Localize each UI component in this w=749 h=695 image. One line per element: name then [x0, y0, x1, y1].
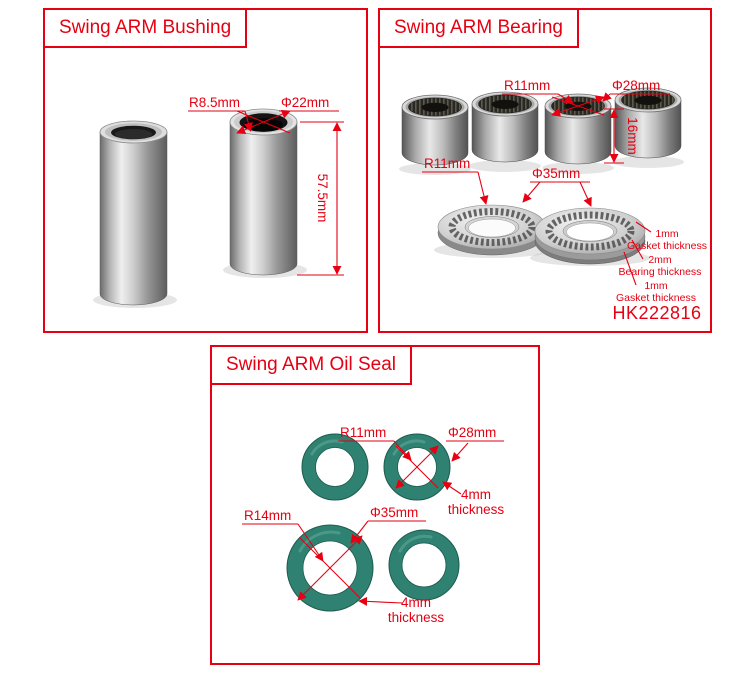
large-thickness-value: 4mm — [401, 595, 431, 610]
large-thickness-unit: thickness — [388, 610, 445, 625]
crosshair-line — [551, 96, 605, 116]
leader-line — [635, 221, 652, 233]
oil-seal-ring-medium-right — [388, 529, 460, 601]
oil-seal-ring-small-left — [301, 433, 369, 501]
bearing-photo: R11mm Φ28mm 16mm R11mm Φ35mm — [398, 78, 707, 323]
roller-cage — [545, 211, 635, 251]
bushing-body — [229, 121, 298, 276]
bushing-panel: Swing ARM Bushing — [43, 8, 368, 333]
bushing-bore-depth — [115, 129, 152, 139]
seal-highlight — [398, 534, 433, 553]
bushing-photo: R8.5mm Φ22mm 57.5mm — [93, 95, 344, 308]
oil-seal-annotations: R11mm Φ28mm 4mm thickness R14mm Φ35mm — [242, 425, 504, 625]
bearing-mid-label: Bearing thickness — [619, 266, 702, 278]
thrust-washer-right — [530, 207, 650, 266]
crosshair-line — [395, 445, 439, 489]
bore-radius-label: R8.5mm — [189, 95, 240, 110]
leader-line — [442, 481, 462, 495]
bearing-mid-value: 2mm — [648, 254, 672, 266]
bushing-left — [93, 120, 177, 308]
gasket-top-value: 1mm — [655, 228, 679, 240]
needle-bearing-cup — [468, 91, 542, 173]
leader-line — [477, 171, 489, 205]
large-diameter-label: Φ35mm — [370, 505, 418, 520]
bearing-panel-title: Swing ARM Bearing — [378, 8, 579, 48]
seal-hole — [401, 542, 447, 588]
needle-bearing-cup — [611, 87, 685, 169]
cup-height-label: 16mm — [625, 117, 640, 155]
large-radius-label: R14mm — [244, 508, 291, 523]
small-radius-label: R11mm — [340, 425, 386, 440]
crosshair-line — [236, 110, 291, 134]
leader-line — [631, 239, 644, 260]
crosshair-line — [299, 537, 361, 599]
bearing-panel: Swing ARM Bearing — [378, 8, 712, 333]
bushing-right — [223, 108, 307, 278]
center-hole — [566, 222, 614, 242]
gasket-bottom-value: 1mm — [644, 280, 668, 292]
small-thickness-value: 4mm — [461, 487, 491, 502]
washer-diameter-label: Φ35mm — [532, 166, 580, 181]
bearing-annotations: R11mm Φ28mm 16mm R11mm Φ35mm — [422, 78, 707, 323]
gasket-top-label: Gasket thickness — [627, 240, 707, 252]
leader-line — [451, 442, 469, 462]
cup-radius-label: R11mm — [504, 78, 550, 93]
leader-line — [623, 251, 637, 286]
leader-line — [579, 181, 592, 207]
small-thickness-unit: thickness — [448, 502, 505, 517]
bushing-panel-title: Swing ARM Bushing — [43, 8, 248, 48]
oil-seal-panel: Swing ARM Oil Seal — [210, 345, 540, 665]
bushing-annotations: R8.5mm Φ22mm 57.5mm — [188, 95, 344, 276]
leader-line — [358, 596, 403, 606]
part-number: HK222816 — [612, 303, 701, 323]
washer-radius-label: R11mm — [424, 156, 470, 171]
oil-seal-panel-title: Swing ARM Oil Seal — [210, 345, 413, 385]
leader-line — [522, 181, 541, 203]
center-hole — [468, 218, 516, 238]
height-label: 57.5mm — [315, 174, 330, 223]
seal-hole — [315, 447, 355, 487]
small-diameter-label: Φ28mm — [448, 425, 496, 440]
bushing-body — [99, 131, 168, 306]
cup-diameter-label: Φ28mm — [612, 78, 660, 93]
roller-cage — [448, 208, 536, 246]
oil-seal-photo: R11mm Φ28mm 4mm thickness R14mm Φ35mm — [242, 425, 504, 625]
outer-diameter-label: Φ22mm — [281, 95, 329, 110]
thrust-washer-left — [434, 204, 550, 258]
gasket-bottom-label: Gasket thickness — [616, 292, 696, 304]
